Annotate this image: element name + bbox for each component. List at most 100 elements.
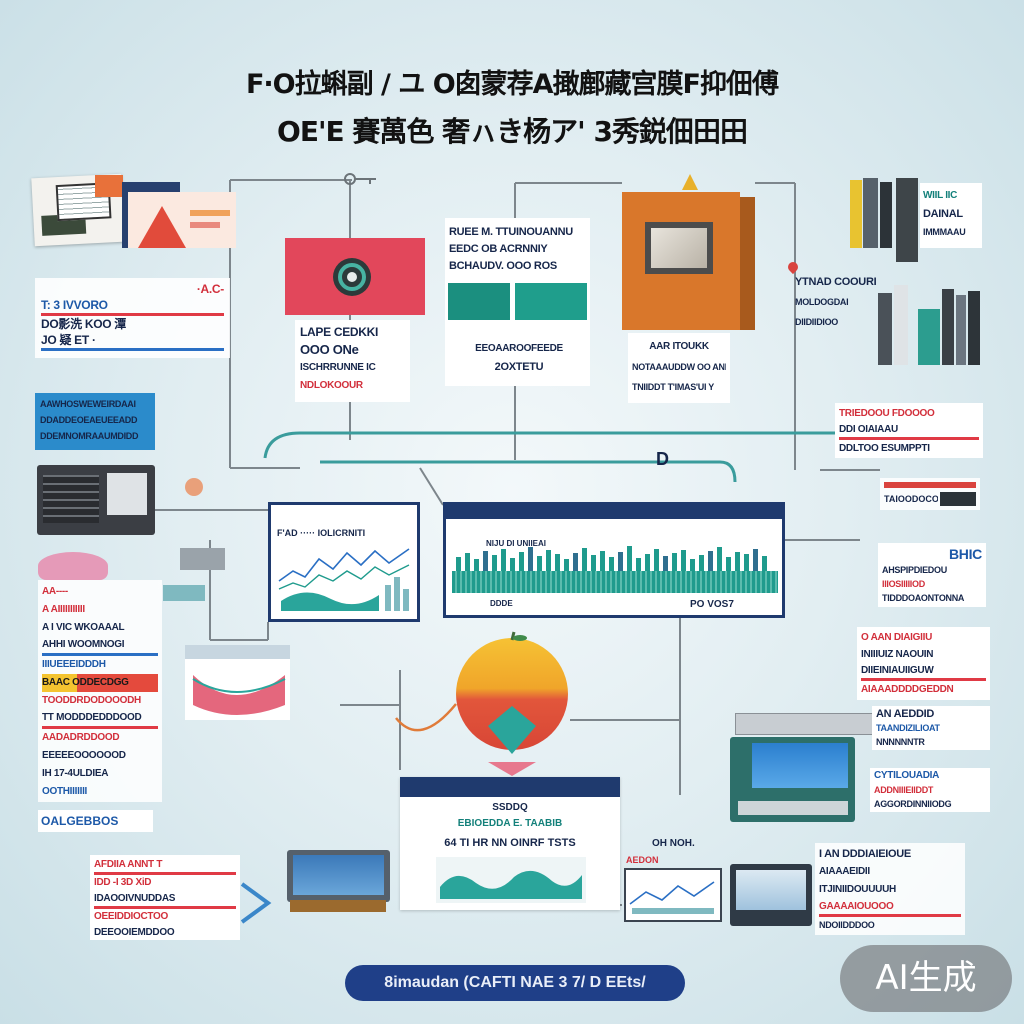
dashboard-bar [609,557,614,571]
red-caption-line: OOO ONe [300,342,359,357]
center-info-card: RUEE M. TTUINOUANNU EEDC OB ACRNNIY BCHA… [445,218,590,386]
chart-line-blue [278,548,410,582]
right-block-b: BHIC AHSPIPDIEDOU IIIOSIIIIIOD TIDDDOAON… [878,543,986,607]
dashboard-bar [537,556,542,571]
left-bottom-line: IDAOOIVNUDDAS [94,891,236,909]
dashboard-bar [591,555,596,571]
right-block-c-line: INIIIUIZ NAOUIN [861,649,934,660]
left-list-line: IIIUEEEIDDDH [42,659,106,670]
dashboard-bar [735,552,740,571]
dashboard-bar [474,559,479,571]
right-small-line: TAIOODOCO [884,494,938,504]
small-gray-box [180,548,225,570]
dashboard-bar [582,548,587,571]
teal-block-right [515,283,587,320]
left-list-line: IH 17-4ULDIEA [42,768,109,779]
right-label-line: MOLDOGDAI [795,297,849,307]
right-block-e: CYTILOUADIA ADDNIIIEIIDDT AGGORDINNIIODG [870,768,990,812]
right-block-f-line: NDOIIDDDOO [819,920,875,930]
bottom-card-line: EBIOEDDA E. TAABIB [457,818,563,829]
dashboard-footer-right: PO VOS7 [690,599,734,610]
right-block-f-line: GAAAAIOUOOO [819,899,961,917]
bottom-monitor-line: AEDON [626,855,659,865]
right-block-b-line: BHIC [948,546,982,562]
left-bottom-line: OEEIDDIOCTOO [94,911,169,922]
center-card-text: RUEE M. TTUINOUANNU EEDC OB ACRNNIY BCHA… [449,224,587,275]
orange-box [622,192,740,330]
right-block-b-line: TIDDDOAONTONNA [882,593,965,603]
right-block-a-line: DDI OIAIAAU [839,422,979,440]
small-teal-box [163,585,205,601]
book-spine-dark [880,182,892,248]
left-list-line: AA---- [42,586,68,597]
bottom-card-line: 64 TI HR NN OINRF TSTS [444,837,576,849]
chevron-right-icon [240,882,272,924]
flag-icon [682,174,698,190]
illustration-card [128,192,236,248]
device-panel [107,473,147,515]
left-list-block: AA---- A AIIIIIIIIIII A I VIC WKOAAAL AH… [38,580,162,802]
dashboard-bar [492,555,497,571]
circle-icon [185,478,203,496]
key-icon [344,173,376,185]
left-footer-label: OALGEBBOS [38,810,153,832]
dashboard-bar [573,553,578,571]
red-caption-line: NDLOKOOUR [300,380,363,391]
blue-box-line: AAWHOSWEWEIRDAAI [40,399,136,409]
right-block-e-line: ADDNIIIEIIDDT [874,785,934,795]
blue-box-line: DDEMNOMRAAUMDIDD [40,431,139,441]
blue-text-box: AAWHOSWEWEIRDAAI DDADDEOEAEUEEADD DDEMNO… [35,393,155,450]
dashboard-bar [564,559,569,571]
right-block-c-line: DIIEINIAUIIGUW [861,663,986,681]
orange-caption-line: NOTAAAUDDW OO ANII [632,362,726,372]
chart-wave-area [281,592,379,611]
dashboard-bar-chart [456,546,767,571]
printer-device [37,465,155,535]
dashboard-bar [501,549,506,571]
right-block-d-line: TAANDIZILIOAT [876,723,940,733]
dashboard-label: NIJU DI UNIIEAI [486,539,547,548]
right-block-d: AN AEDDID TAANDIZILIOAT NNNNNNTR [872,706,990,750]
center-card-line: BCHAUDV. OOO ROS [449,260,557,272]
dashboard-bar [510,558,515,571]
dashboard-bar [654,549,659,571]
dashboard-bar [519,552,524,571]
left-info-line: ·A.C- [196,282,224,296]
laptop-monitor-screen [736,870,806,910]
small-monitor-screen [293,855,384,895]
bottom-center-card: SSDDQ EBIOEDDA E. TAABIB 64 TI HR NN OIN… [400,777,620,910]
target-icon [333,258,371,296]
left-list-line: EEEEEOOOOOOD [42,750,126,761]
orange-box-caption: AAR ITOUKK NOTAAAUDDW OO ANII TNIIDDT T'… [628,333,730,403]
left-bottom-block: AFDIIA ANNT T IDD -I 3D XiD IDAOOIVNUDDA… [90,855,240,940]
dashboard-bar [528,547,533,571]
dashboard-bar [555,554,560,571]
bottom-caption-pill: 8imaudan (CAFTI NAE 3 7/ D EEts/ [345,965,685,1001]
chart-mini-bar [385,585,391,611]
right-block-c: O AAN DIAIGIIU INIIIUIZ NAOUIN DIIEINIAU… [857,627,990,700]
dashboard-bar [762,556,767,571]
orange-box-side [740,197,755,330]
dashboard-monitor: NIJU DI UNIIEAI DDDE PO VOS7 [443,502,785,618]
left-list-line: OOTHIIIIIII [42,786,88,797]
left-bottom-line: AFDIIA ANNT T [94,857,236,875]
chart-mini-bar [403,589,409,611]
right-block-e-line: AGGORDINNIIODG [874,799,952,809]
blue-box-line: DDADDEOEAEUEEADD [40,415,138,425]
dashboard-striped-band [452,571,778,593]
book-spine [878,293,892,365]
figure-illustration [138,206,230,248]
dashboard-bar [708,551,713,571]
chart-line-teal [278,564,410,590]
red-card [285,238,425,315]
laptop-monitor-right [730,864,812,926]
small-monitor [287,850,390,902]
left-info-line: DO影洗 KOO 潭 [41,317,127,331]
framed-photo-image [651,228,707,268]
bottom-card-chart [436,857,586,903]
teacup-illustration [185,645,290,715]
book-spine [918,309,940,365]
fruit-body [456,638,568,750]
right-block-f: I AN DDDIAIEIOUE AIAAAEIDII ITJINIIDOUUU… [815,843,965,935]
